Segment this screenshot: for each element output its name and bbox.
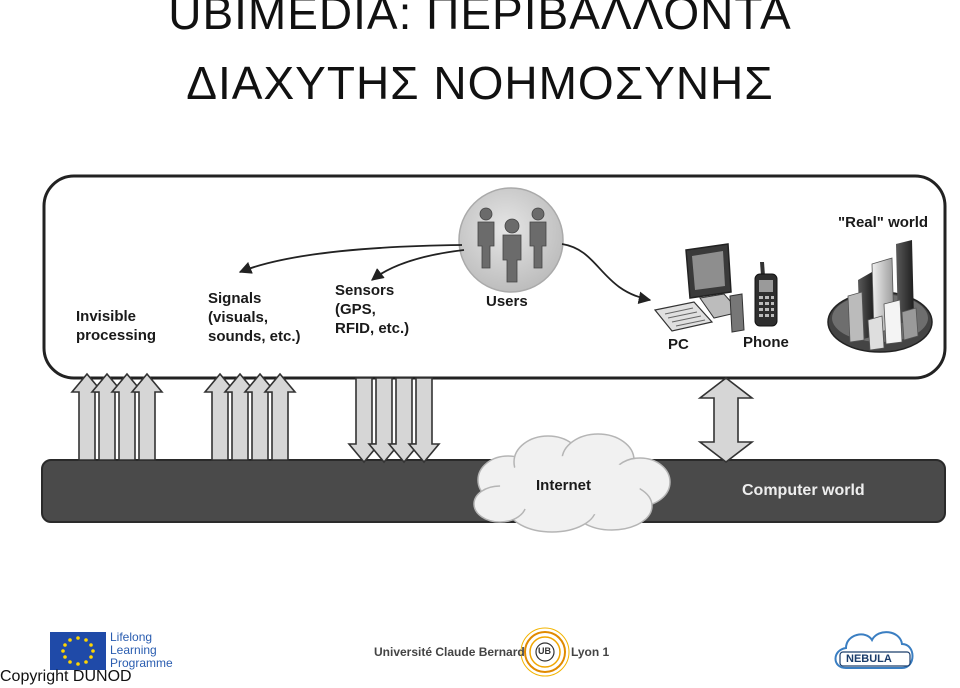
eu-flag-logo	[50, 632, 106, 670]
title-line-2: ΔΙΑΧΥΤΗΣ ΝΟΗΜΟΣΥΝΗΣ	[186, 57, 774, 109]
label-sensors: Sensors (GPS, RFID, etc.)	[335, 282, 410, 337]
city-icon	[827, 240, 933, 353]
label-users: Users	[486, 293, 528, 310]
label-pc: PC	[668, 336, 689, 353]
university-badge: UB	[538, 646, 551, 656]
label-invisible-processing: Invisible processing	[76, 308, 157, 344]
users-icon	[477, 207, 547, 283]
copyright-text: Copyright DUNOD	[0, 668, 132, 685]
internet-cloud	[473, 433, 671, 533]
title-line-1: UBIMEDIA: ΠΕΡΙΒΑΛΛΟΝΤΑ	[168, 0, 792, 39]
label-internet: Internet	[536, 477, 592, 494]
arrow-users-to-sensors	[371, 249, 465, 281]
university-city: Lyon 1	[571, 645, 610, 659]
pc-icon	[653, 243, 745, 333]
up-arrows-invisible	[70, 372, 164, 461]
university-name: Université Claude Bernard	[374, 645, 525, 659]
down-arrows-sensors	[347, 377, 441, 464]
double-arrow-phone	[697, 376, 755, 464]
arrow-users-to-signals	[238, 244, 463, 274]
nebula-text: NEBULA	[846, 653, 892, 665]
arrow-users-to-pc	[561, 243, 652, 304]
nebula-logo	[834, 631, 914, 669]
llp-line-3: Programme	[110, 656, 173, 670]
up-arrows-signals	[203, 372, 297, 461]
llp-logo-text: Lifelong Learning Programme	[110, 631, 173, 670]
university-seal-logo	[520, 627, 570, 677]
label-signals: Signals (visuals, sounds, etc.)	[208, 290, 301, 345]
llp-line-2: Learning	[110, 643, 157, 657]
label-phone: Phone	[743, 334, 789, 351]
label-real-world: "Real" world	[838, 214, 929, 231]
phone-icon	[754, 262, 778, 327]
llp-line-1: Lifelong	[110, 630, 153, 644]
label-computer-world: Computer world	[742, 482, 865, 499]
